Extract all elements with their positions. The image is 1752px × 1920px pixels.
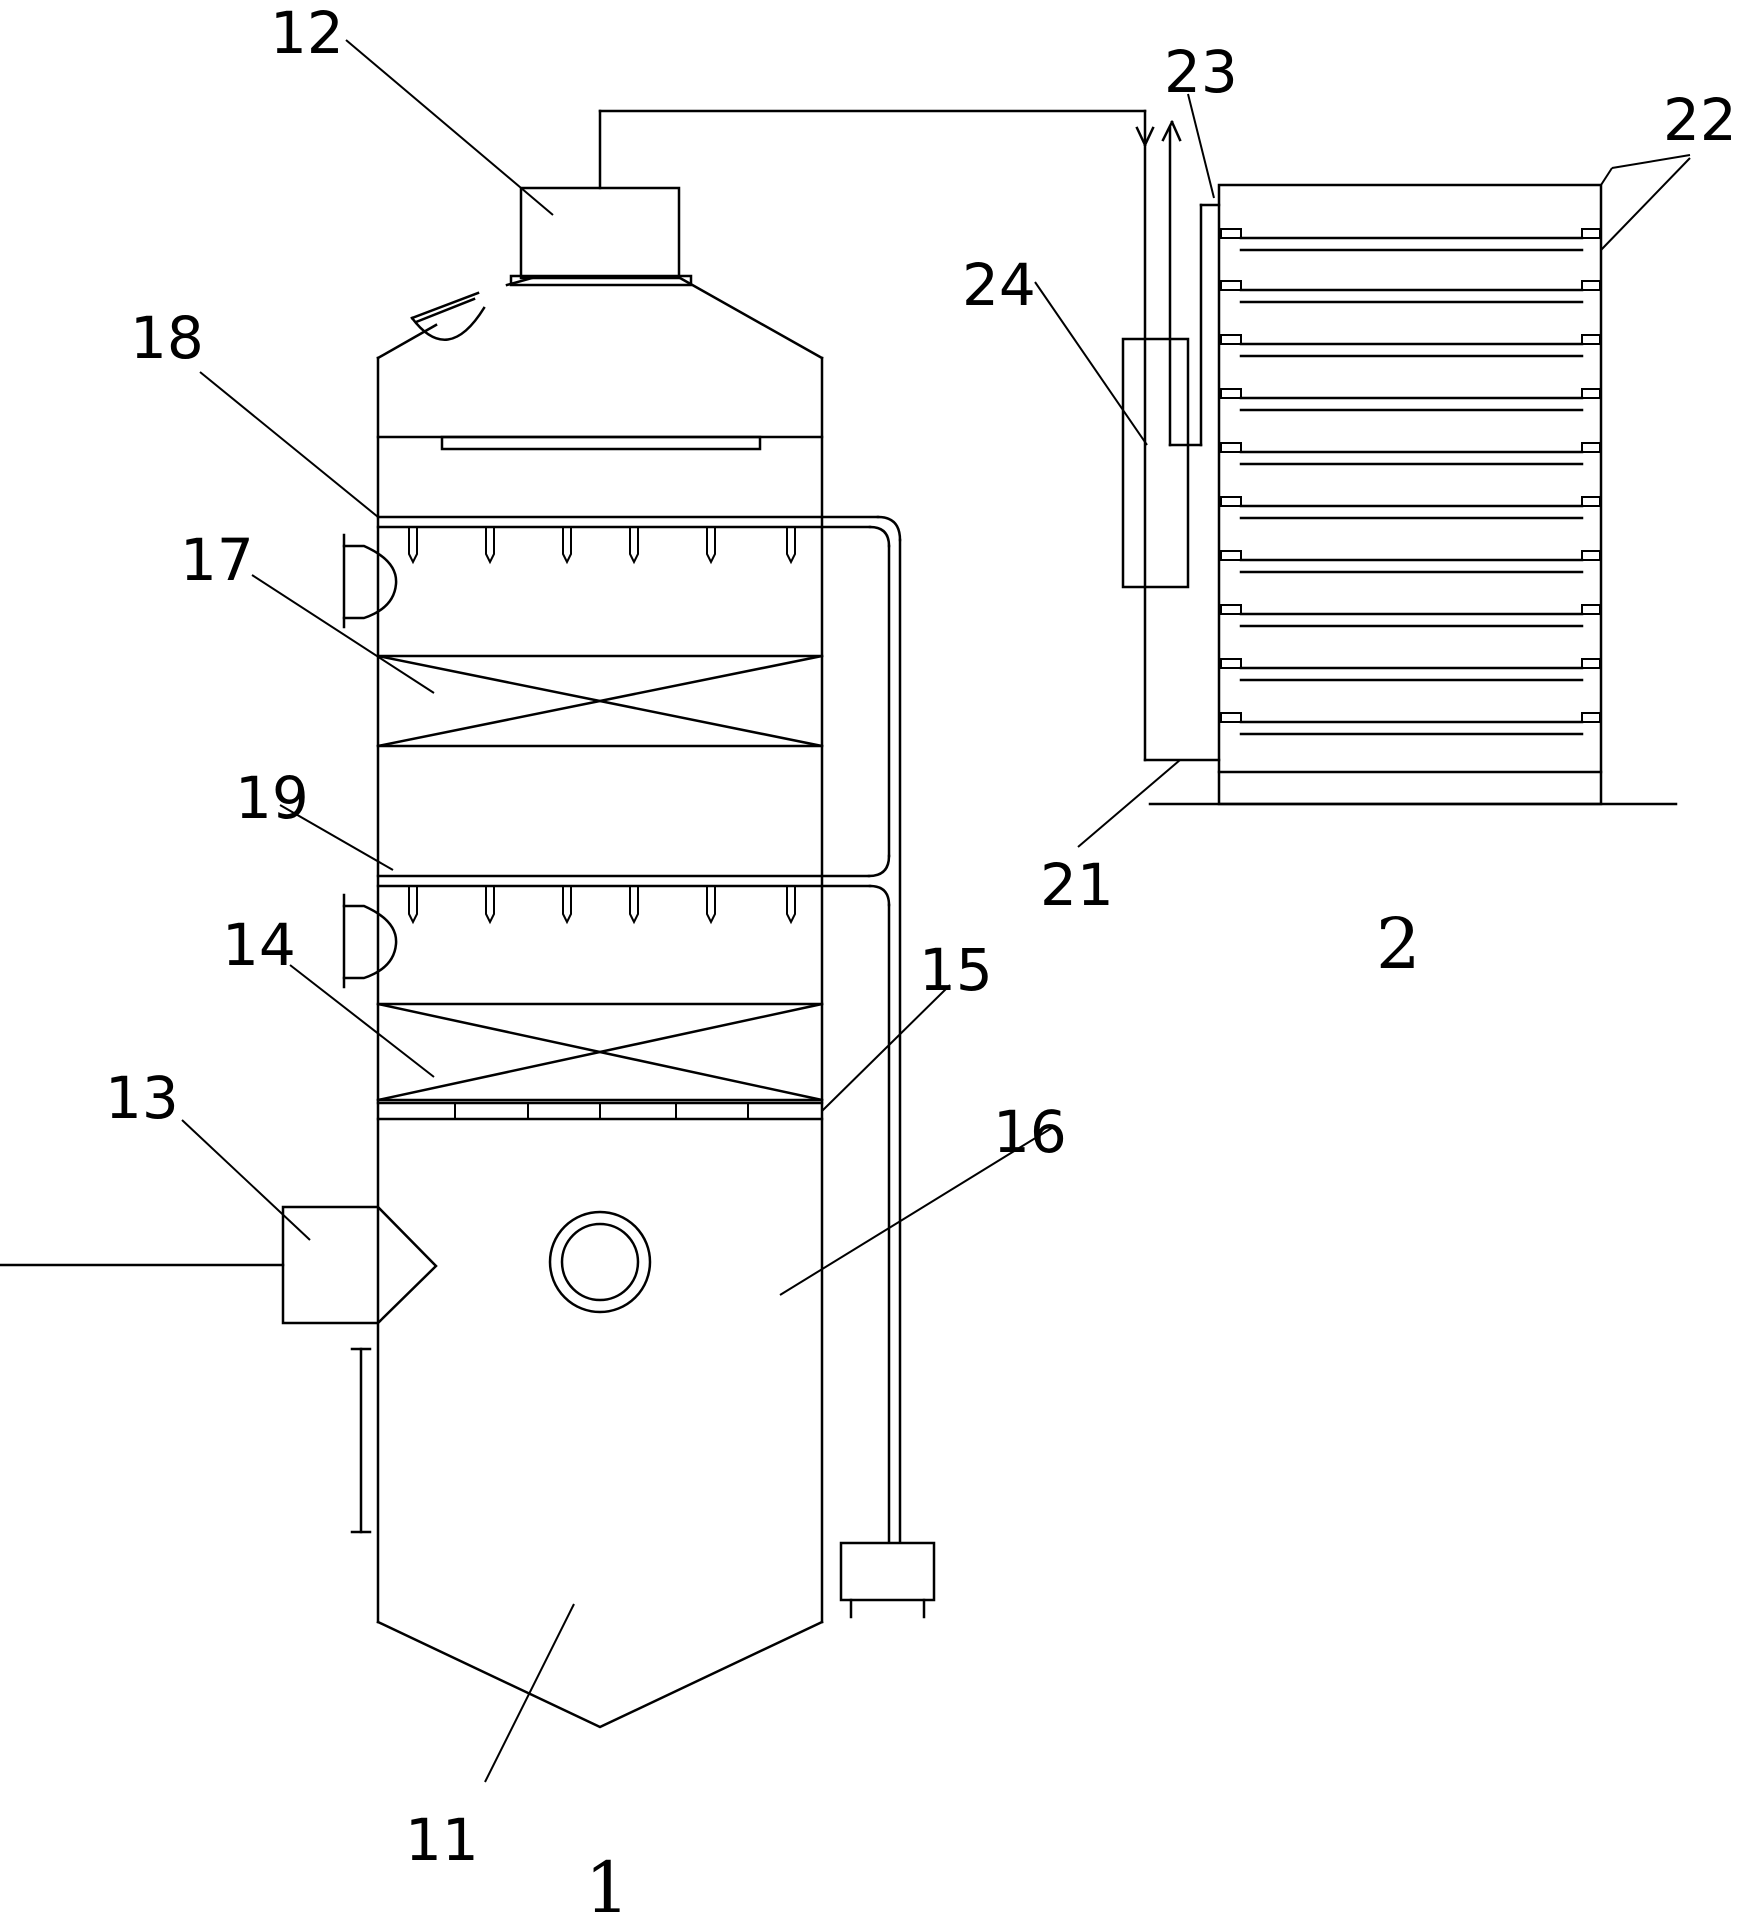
inspection-window xyxy=(548,1210,652,1314)
scrubber-tower xyxy=(376,276,824,1729)
packing-layer-17 xyxy=(376,654,824,748)
spray-layer-19 xyxy=(376,874,891,1544)
label-unit-2: 2 xyxy=(1376,903,1421,985)
label-13: 13 xyxy=(105,1064,179,1132)
label-22: 22 xyxy=(1663,86,1737,154)
label-18: 18 xyxy=(130,304,204,372)
packing-layer-14 xyxy=(376,1002,824,1102)
label-23: 23 xyxy=(1164,38,1238,106)
label-19: 19 xyxy=(235,764,309,832)
label-21: 21 xyxy=(1040,851,1114,919)
support-grid-15 xyxy=(376,1101,824,1121)
label-12: 12 xyxy=(270,0,344,67)
label-15: 15 xyxy=(919,936,993,1004)
level-gauge xyxy=(350,1347,372,1534)
dryer-cabinet-22 xyxy=(1148,183,1678,806)
label-16: 16 xyxy=(993,1098,1067,1166)
cone-manhole xyxy=(410,291,486,341)
spray-layer-18 xyxy=(376,515,902,1544)
gas-inlet-13 xyxy=(0,1205,438,1325)
upper-side-manhole xyxy=(342,533,398,629)
connecting-pipe xyxy=(598,109,1155,190)
label-14: 14 xyxy=(222,911,296,979)
circulation-pump xyxy=(839,1541,936,1619)
dryer-trays xyxy=(1220,228,1601,736)
label-24: 24 xyxy=(962,251,1036,319)
air-duct-21 xyxy=(1143,109,1221,762)
label-unit-1: 1 xyxy=(585,1847,630,1920)
label-11: 11 xyxy=(405,1806,479,1874)
leader-lines xyxy=(181,39,1691,1783)
heater-24 xyxy=(1121,337,1190,589)
lower-side-manhole xyxy=(342,893,398,989)
label-17: 17 xyxy=(180,526,254,594)
